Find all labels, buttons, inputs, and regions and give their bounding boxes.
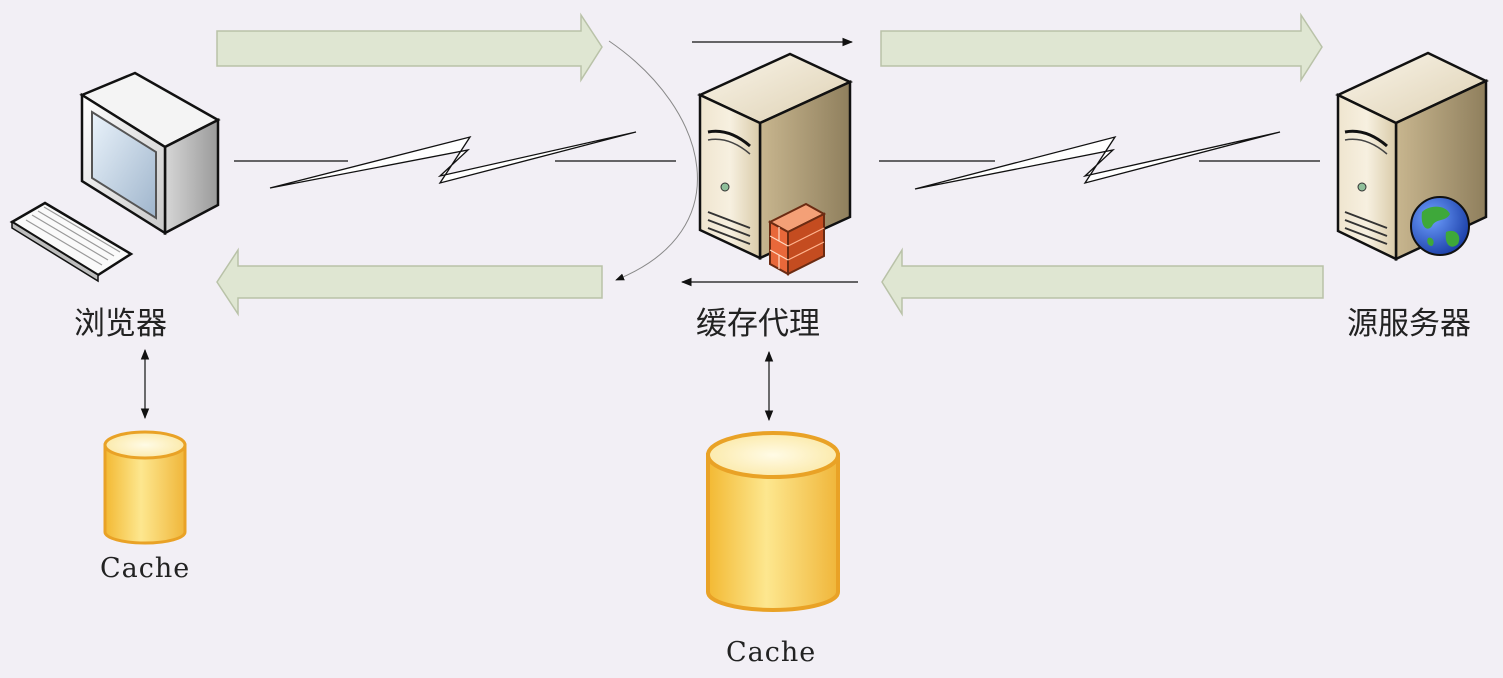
origin-label: 源服务器 xyxy=(1347,306,1471,342)
lightning-link-icon xyxy=(234,131,676,189)
proxy-cache-label: Cache xyxy=(726,637,816,668)
flow-arrows xyxy=(216,12,1324,317)
proxy-cache-hit-curve xyxy=(608,40,698,281)
browser-label: 浏览器 xyxy=(74,306,167,342)
response-arrow-proxy-to-browser xyxy=(216,247,603,317)
proxy-cache: Cache xyxy=(706,431,840,668)
proxy-server-icon xyxy=(697,52,853,260)
lightning-link-icon xyxy=(879,131,1320,190)
request-arrow-proxy-to-origin xyxy=(880,12,1323,83)
proxy-node: 缓存代理 xyxy=(696,52,853,342)
database-cylinder-icon xyxy=(103,430,187,545)
response-arrow-origin-to-proxy xyxy=(881,247,1324,317)
proxy-label: 缓存代理 xyxy=(696,306,820,342)
origin-node: 源服务器 xyxy=(1335,51,1489,342)
desktop-computer-icon xyxy=(79,71,221,236)
database-cylinder-icon xyxy=(706,431,840,612)
browser-node: 浏览器 xyxy=(9,71,221,342)
keyboard-icon xyxy=(9,201,134,283)
browser-cache: Cache xyxy=(100,430,190,584)
globe-icon xyxy=(1410,196,1470,256)
request-arrow-browser-to-proxy xyxy=(216,12,603,83)
browser-cache-label: Cache xyxy=(100,553,190,584)
firewall-icon xyxy=(767,202,827,276)
